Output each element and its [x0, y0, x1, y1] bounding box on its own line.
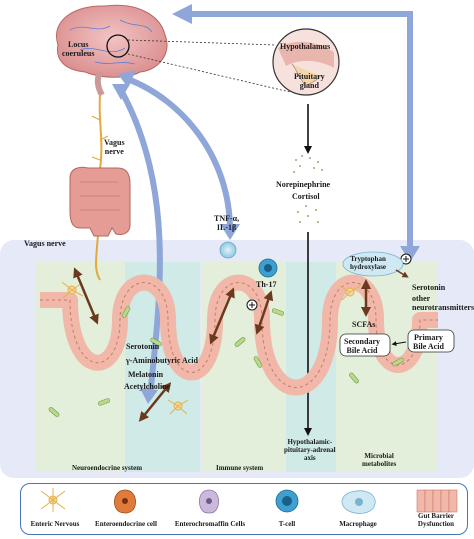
locus-coeruleus-label: Locus coeruleus — [62, 40, 95, 58]
vagus-nerve-lower-label: Vagus nerve — [24, 239, 66, 248]
secondary-bile-acid-box — [339, 333, 391, 357]
colon-illustration — [69, 166, 131, 237]
norepinephrine-label: Norepinephrine — [276, 180, 331, 189]
microbial-caption: Microbial metabolites — [362, 452, 397, 468]
primary-bile-acid-box — [407, 329, 455, 353]
intestinal-wall — [40, 274, 438, 396]
hypothalamus-inset — [272, 28, 340, 96]
legend-t-cell: T-cell — [278, 520, 296, 528]
primary-bile-acid-label: Primary Bile Acid — [413, 333, 444, 351]
vagus-nerve-upper-label: Vagus nerve — [104, 138, 125, 156]
hpa-axis-label: Hypothalamic- pituitary-adrenal axis — [284, 438, 336, 462]
macrophage-icon — [341, 490, 376, 514]
th17-label: Th-17 — [256, 280, 277, 289]
immune-caption: Immune system — [216, 464, 264, 472]
legend-enteric-nervous: Enteric Nervous — [30, 520, 80, 528]
bacteria — [48, 306, 404, 417]
melatonin-label: Melatonin — [128, 370, 164, 379]
immune-cells — [219, 241, 412, 311]
brain-zoom-circle — [106, 34, 130, 58]
legend-enteroendocrine-cell: Enteroendocrine cell — [95, 520, 157, 528]
gut-barrier-icon — [416, 489, 458, 513]
legend-gut-barrier-dysfunction: Gut Barrier Dysfunction — [417, 512, 455, 528]
serotonin-right-label: Serotonin — [412, 283, 446, 292]
gaba-label: γ-Aminobutyric Acid — [126, 356, 198, 365]
scfas-label: SCFAs — [352, 320, 376, 329]
tnf-il-label: TNF-α, IL-1β — [214, 214, 240, 232]
tryptophan-hydroxylase-label: Tryptophan hydroxylase — [350, 255, 387, 271]
cortisol-label: Cortisol — [292, 192, 320, 201]
secondary-bile-acid-label: Secondary Bile Acid — [344, 337, 380, 355]
serotonin-left-label: Serotonin — [126, 342, 160, 351]
neuroendocrine-caption: Neuroendocrine system — [72, 464, 143, 472]
brown-arrows — [73, 267, 371, 422]
pituitary-gland-label: Pituitary gland — [294, 72, 325, 90]
t-cell-icon — [275, 489, 299, 513]
brain-illustration — [56, 4, 168, 97]
hypothalamus-label: Hypothalamus — [280, 42, 331, 51]
neuron-icon — [40, 488, 66, 512]
hormone-dots — [293, 155, 323, 223]
tryptophan-hydroxylase-box — [342, 251, 404, 277]
legend-enterochromaffin-cells: Enterochromaffin Cells — [174, 520, 246, 528]
enterochromaffin-cell-icon — [199, 489, 219, 514]
enteroendocrine-cell-icon — [114, 489, 136, 514]
legend-macrophage: Macrophage — [339, 520, 377, 528]
acetylcholine-label: Acetylcholine — [124, 382, 171, 391]
blue-arrows — [119, 11, 413, 399]
legend-box: Enteric Nervous Enteroendocrine cell Ent… — [20, 483, 468, 535]
other-neurotransmitters-label: other neurotransmitters — [412, 294, 474, 312]
